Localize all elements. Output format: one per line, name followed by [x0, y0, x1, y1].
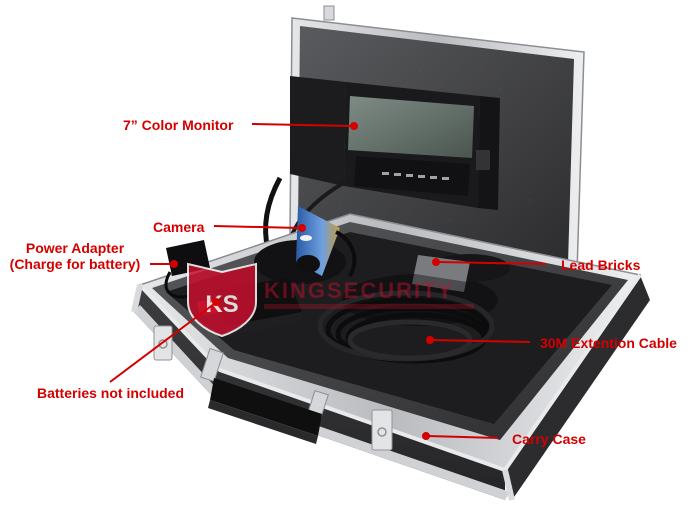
extension-cable-label: 30M Extention Cable [540, 335, 677, 351]
monitor-cable [288, 176, 353, 241]
underwater-camera [296, 206, 357, 277]
monitor-label: 7” Color Monitor [123, 117, 234, 133]
batteries-callout-dot [212, 298, 220, 306]
camera-callout-line [213, 225, 301, 229]
lead-bricks-callout-dot [432, 258, 440, 266]
power-callout-dot [170, 260, 178, 268]
batteries-label: Batteries not included [37, 385, 185, 401]
power-adapter-label-line1: Power Adapter [25, 240, 125, 256]
carry-case-label: Carry Case [512, 431, 586, 447]
latch-right [371, 409, 393, 451]
cable-callout-line [431, 339, 531, 343]
cable-callout-dot [426, 336, 434, 344]
case-callout-line [427, 435, 499, 439]
watermark: KS KINGSECURITY [187, 262, 474, 338]
watermark-shield-icon [187, 262, 257, 338]
case-handle [200, 347, 329, 444]
power-adapter-label-line2: (Charge for battery) [9, 256, 141, 272]
watermark-brand: KINGSECURITY [264, 278, 454, 303]
camera-callout-dot [298, 224, 306, 232]
monitor-callout-line [251, 123, 353, 127]
watermark-logo-letters: KS [205, 291, 238, 318]
camera-label: Camera [153, 219, 205, 235]
power-adapter-label: Power Adapter (Charge for battery) [0, 240, 150, 272]
lead-bricks-callout-line [437, 261, 547, 265]
monitor-callout-dot [350, 122, 358, 130]
callout-lines [109, 122, 547, 440]
color-monitor [290, 76, 500, 210]
case-callout-dot [422, 432, 430, 440]
lead-bricks-label: Lead Bricks [561, 257, 641, 273]
batteries-callout-line [109, 303, 215, 383]
